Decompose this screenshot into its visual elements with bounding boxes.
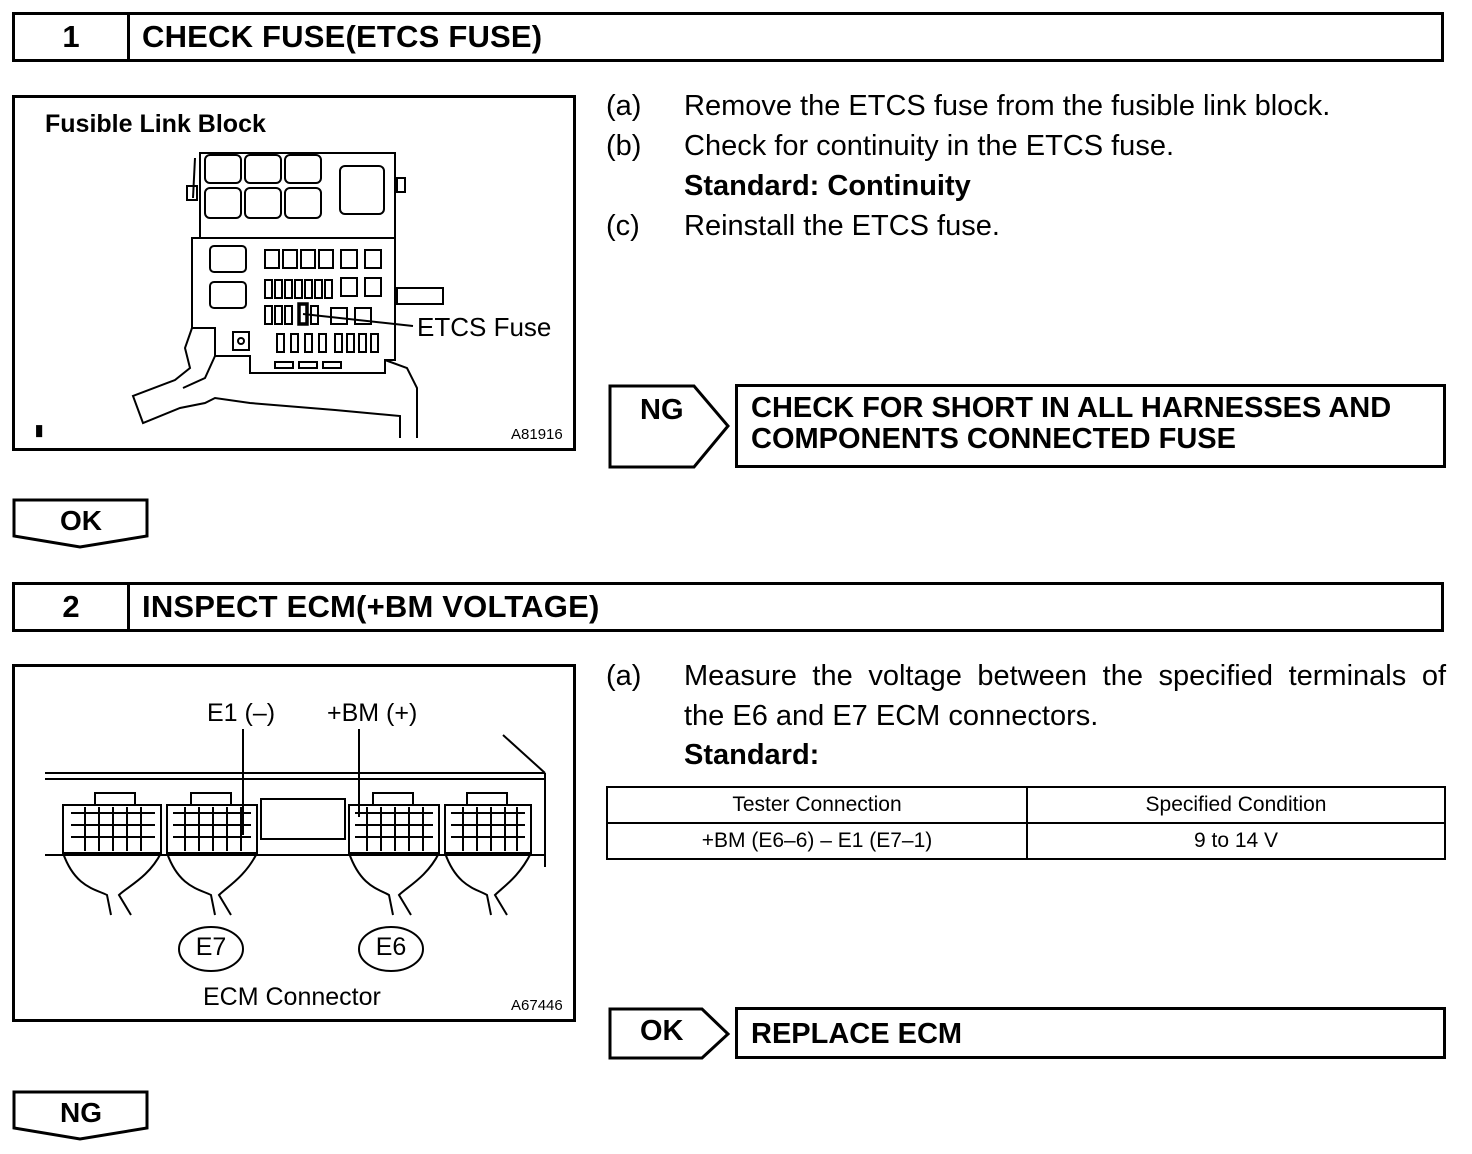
ecm-connector-figure: E1 (–) +BM (+) [12, 664, 576, 1022]
etcs-fuse-callout: ETCS Fuse [417, 312, 552, 342]
spec-table: Tester Connection Specified Condition +B… [606, 786, 1446, 860]
step-1-header: 1 CHECK FUSE(ETCS FUSE) [12, 12, 1444, 62]
instruction-text: Measure the voltage between the specifie… [684, 660, 1446, 692]
fusible-link-block-figure: Fusible Link Block [12, 95, 576, 451]
step-number: 2 [15, 585, 130, 629]
ok-action-box: REPLACE ECM [735, 1007, 1446, 1059]
figure-title: Fusible Link Block [45, 110, 266, 138]
ok-action-text: REPLACE ECM [751, 1018, 963, 1050]
instruction-marker: (b) [606, 130, 642, 162]
ok-arrow-box [608, 1007, 731, 1060]
step-number: 1 [15, 15, 130, 59]
ok-flow-arrow [12, 498, 149, 549]
step-2-header: 2 INSPECT ECM(+BM VOLTAGE) [12, 582, 1444, 632]
ok-flow-label: OK [60, 505, 102, 536]
instruction-text: Reinstall the ETCS fuse. [684, 210, 1000, 242]
step-title: INSPECT ECM(+BM VOLTAGE) [142, 589, 600, 624]
instruction-marker: (c) [606, 210, 640, 242]
sst-icon: ▮ [35, 422, 44, 439]
instruction-marker: (a) [606, 660, 642, 692]
connector-e7-label: E7 [195, 933, 227, 961]
table-header-cell: Specified Condition [1026, 786, 1446, 824]
ng-action-line: CHECK FOR SHORT IN ALL HARNESSES AND [751, 392, 1392, 424]
step-title: CHECK FUSE(ETCS FUSE) [142, 19, 543, 54]
table-header-row: Tester Connection Specified Condition [606, 786, 1446, 824]
standard-text: Standard: Continuity [684, 170, 971, 202]
instruction-marker: (a) [606, 90, 642, 122]
table-row: +BM (E6–6) – E1 (E7–1) 9 to 14 V [606, 822, 1446, 860]
ng-flow-label: NG [60, 1097, 102, 1128]
fuse-block-drawing [131, 152, 444, 438]
ng-action-line: COMPONENTS CONNECTED FUSE [751, 423, 1236, 455]
ok-label: OK [640, 1015, 684, 1047]
table-cell: +BM (E6–6) – E1 (E7–1) [606, 822, 1028, 860]
ng-label: NG [640, 394, 684, 426]
ecm-drawing [45, 729, 546, 972]
e1-label: E1 (–) [207, 699, 276, 727]
table-cell: 9 to 14 V [1026, 822, 1446, 860]
standard-label: Standard: [684, 739, 820, 771]
figure-caption: ECM Connector [203, 983, 381, 1011]
instruction-text: Check for continuity in the ETCS fuse. [684, 130, 1174, 162]
connector-e6-label: E6 [375, 933, 407, 961]
table-header-cell: Tester Connection [606, 786, 1028, 824]
instruction-text: Remove the ETCS fuse from the fusible li… [684, 90, 1331, 122]
ng-flow-arrow [12, 1090, 149, 1141]
ng-arrow-box [608, 384, 730, 469]
figure-id: A81916 [511, 426, 563, 443]
figure-id: A67446 [511, 997, 563, 1014]
ng-action-box: CHECK FOR SHORT IN ALL HARNESSES AND COM… [735, 384, 1446, 468]
bm-label: +BM (+) [327, 699, 418, 727]
instruction-text: the E6 and E7 ECM connectors. [684, 700, 1099, 732]
